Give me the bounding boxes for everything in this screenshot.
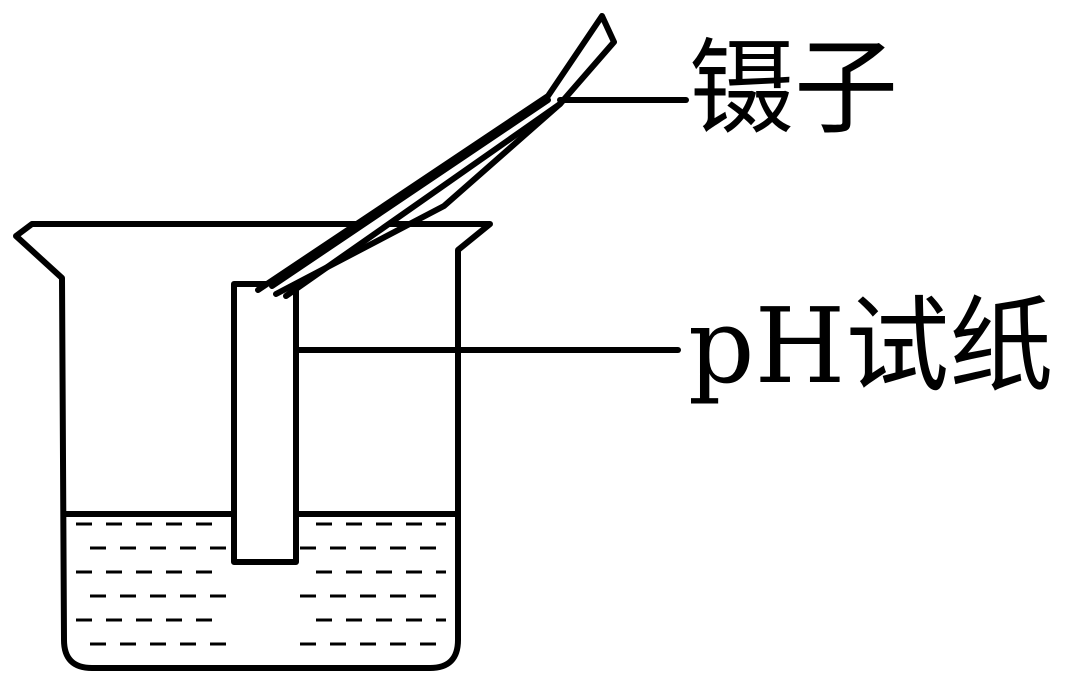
beaker-outline xyxy=(13,221,493,671)
tweezers-inner-arm xyxy=(269,97,551,289)
liquid-dashes xyxy=(76,522,446,646)
ph-paper-label: pH试纸 xyxy=(688,285,1054,407)
tweezers xyxy=(255,13,617,299)
ph-paper-strip xyxy=(231,281,299,565)
tweezers-lower-arm xyxy=(273,101,563,297)
tweezers-label: 镊子 xyxy=(690,27,899,149)
